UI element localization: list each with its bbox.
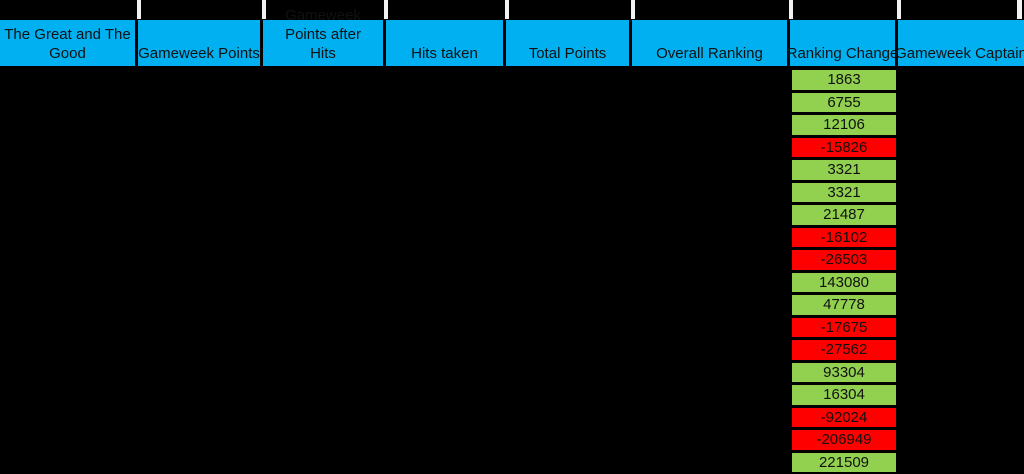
ranking-change-cell-positive: 3321: [792, 182, 896, 205]
ranking-change-value: -26503: [820, 251, 868, 269]
column-header-gameweek-points: Gameweek Points: [138, 20, 263, 68]
column-header-gameweek-captain: Gameweek Captain: [895, 20, 1024, 68]
ranking-change-cell-positive: 16304: [792, 385, 896, 408]
column-header-label: Gameweek Points: [138, 45, 260, 62]
column-header-ranking-change: Ranking Change: [786, 20, 899, 68]
gridline-notch: [897, 0, 901, 19]
ranking-change-value: -15826: [820, 138, 868, 156]
ranking-change-value: 16304: [823, 386, 865, 404]
gridline-notch: [1017, 0, 1022, 19]
ranking-change-cell-positive: 47778: [792, 295, 896, 318]
ranking-change-cell-negative: -92024: [792, 407, 896, 430]
gridline-notch: [631, 0, 635, 19]
ranking-change-cell-positive: 3321: [792, 160, 896, 183]
ranking-change-cell-positive: 93304: [792, 362, 896, 385]
ranking-change-value: 3321: [827, 161, 861, 179]
ranking-change-value: 6755: [827, 93, 861, 111]
ranking-change-value: 3321: [827, 183, 861, 201]
ranking-change-value: -92024: [820, 408, 868, 426]
column-header-label: Overall Ranking: [656, 45, 763, 62]
ranking-change-column: 1863 6755 12106 -15826 3321 3321 21487 -16102 -2…: [789, 68, 899, 474]
ranking-change-cell-negative: -27562: [792, 340, 896, 363]
ranking-change-cell-negative: -16102: [792, 227, 896, 250]
column-header-label: Hits taken: [411, 45, 478, 62]
column-header-label: Gameweek Points after Hits: [285, 7, 361, 62]
top-strip: [0, 0, 1024, 20]
ranking-change-value: 12106: [823, 116, 865, 134]
column-header-total-points: Total Points: [506, 20, 632, 68]
column-header-overall-ranking: Overall Ranking: [632, 20, 790, 68]
gridline-notch: [505, 0, 509, 19]
ranking-change-value: -206949: [816, 431, 872, 449]
ranking-change-cell-positive: 6755: [792, 92, 896, 115]
ranking-change-cell-positive: 12106: [792, 115, 896, 138]
column-header-label: Total Points: [528, 45, 607, 62]
ranking-change-value: 143080: [818, 273, 870, 291]
ranking-change-value: 1863: [827, 71, 861, 89]
ranking-change-value: -17675: [820, 318, 868, 336]
ranking-change-cell-negative: -206949: [792, 430, 896, 453]
ranking-change-value: -16102: [820, 228, 868, 246]
column-header-the-great-and-the-good: The Great and The Good: [0, 20, 138, 68]
ranking-change-cell-positive: 221509: [792, 452, 896, 474]
ranking-change-value: 21487: [823, 206, 865, 224]
ranking-change-value: -27562: [820, 341, 868, 359]
gridline-notch: [262, 0, 266, 19]
column-header-label: The Great and The Good: [4, 26, 131, 62]
ranking-change-cell-negative: -15826: [792, 137, 896, 160]
ranking-change-value: 47778: [823, 296, 865, 314]
column-header-gameweek-points-after-hits: Gameweek Points after Hits: [263, 7, 386, 68]
column-header-label: Gameweek Captain: [895, 45, 1024, 62]
ranking-change-cell-positive: 21487: [792, 205, 896, 228]
ranking-change-cell-positive: 1863: [792, 70, 896, 93]
ranking-change-cell-negative: -17675: [792, 317, 896, 340]
column-header-hits-taken: Hits taken: [386, 20, 506, 68]
gridline-notch: [137, 0, 141, 19]
gridline-notch: [384, 0, 388, 19]
column-header-label: Ranking Change: [786, 45, 899, 62]
ranking-change-value: 93304: [823, 363, 865, 381]
ranking-change-cell-positive: 143080: [792, 272, 896, 295]
ranking-change-value: 221509: [818, 453, 870, 471]
gridline-notch: [789, 0, 793, 19]
ranking-change-cell-negative: -26503: [792, 250, 896, 273]
